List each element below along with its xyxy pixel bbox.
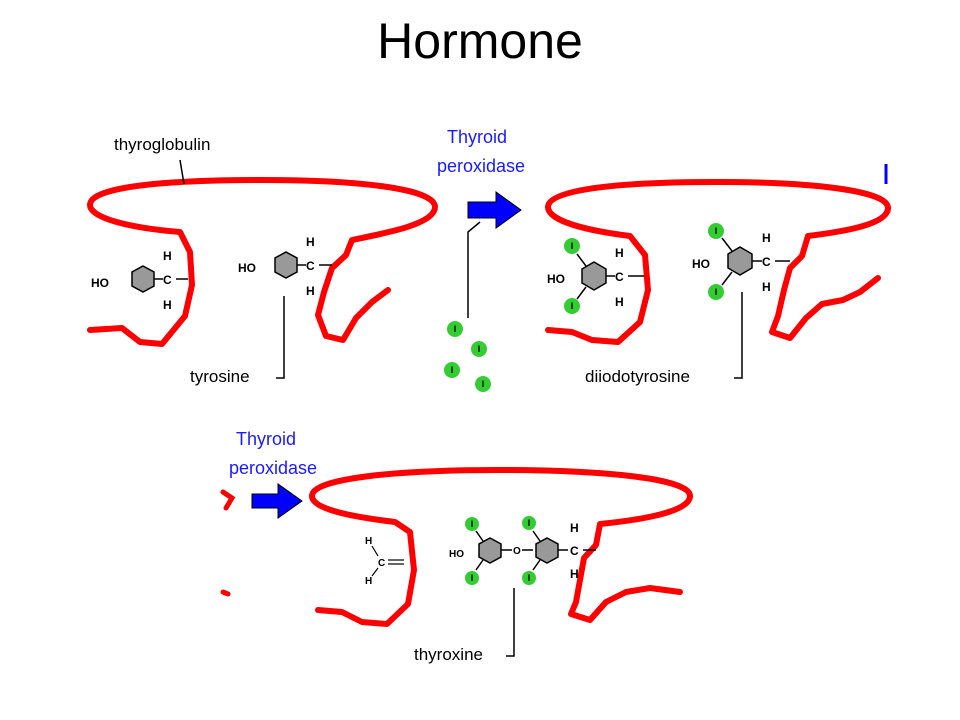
free-iodine-atoms: I I I I xyxy=(444,321,491,392)
atom-h: H xyxy=(306,235,315,249)
iodine-atom-icon: I xyxy=(447,321,463,337)
atom-h: H xyxy=(615,295,624,309)
atom-c: C xyxy=(570,544,579,558)
enzyme-step-1: Thyroid peroxidase I I I xyxy=(437,127,525,392)
tyrosine-residue-a: HO C H H xyxy=(91,249,188,312)
iodine-atom-icon: I xyxy=(444,362,460,378)
atom-c: C xyxy=(378,558,385,569)
iodine-atom-icon: I xyxy=(471,341,487,357)
tyrosine-residue-b: HO C H H xyxy=(238,235,332,298)
thyroglobulin-membrane xyxy=(309,467,693,627)
svg-text:I: I xyxy=(571,241,574,251)
benzene-ring-icon xyxy=(727,246,753,276)
iodine-atom-icon: I xyxy=(465,571,479,585)
svg-text:I: I xyxy=(482,379,485,389)
atom-c: C xyxy=(306,259,315,273)
svg-text:I: I xyxy=(571,301,574,311)
iodine-atom-icon: I xyxy=(465,517,479,531)
enzyme-label-line1: Thyroid xyxy=(236,429,296,449)
benzene-ring-icon xyxy=(274,251,298,279)
atom-ho: HO xyxy=(91,276,109,290)
thyroglobulin-membrane xyxy=(87,177,438,347)
atom-h: H xyxy=(570,521,579,535)
svg-text:I: I xyxy=(528,573,531,583)
svg-text:I: I xyxy=(471,519,474,529)
svg-text:I: I xyxy=(715,226,718,236)
iodine-atom-icon: I xyxy=(708,223,724,239)
panel-thyroxine: Thyroid peroxidase H C H HO xyxy=(220,429,693,664)
thyroglobulin-membrane xyxy=(545,179,891,345)
enzyme-label-line2: peroxidase xyxy=(437,156,525,176)
diiodotyrosine-residue-a: HO I I C H H xyxy=(547,238,644,314)
enzyme-label-line2: peroxidase xyxy=(229,458,317,478)
iodine-atom-icon: I xyxy=(475,376,491,392)
svg-text:I: I xyxy=(715,287,718,297)
label-tyrosine: tyrosine xyxy=(190,367,250,386)
panel-diiodotyrosine: HO I I C H H HO xyxy=(545,164,891,386)
benzene-ring-icon xyxy=(478,537,502,564)
svg-text:I: I xyxy=(471,573,474,583)
label-thyroglobulin: thyroglobulin xyxy=(114,135,210,154)
label-thyroxine: thyroxine xyxy=(414,645,483,664)
iodine-atom-icon: I xyxy=(522,571,536,585)
svg-text:I: I xyxy=(478,344,481,354)
svg-text:I: I xyxy=(528,518,531,528)
atom-h: H xyxy=(365,576,372,587)
iodine-atom-icon: I xyxy=(564,298,580,314)
enzyme-label-line1: Thyroid xyxy=(447,127,507,147)
arrow-right-icon xyxy=(251,483,303,519)
benzene-ring-icon xyxy=(535,537,559,564)
iodine-atom-icon: I xyxy=(564,238,580,254)
atom-h: H xyxy=(570,567,579,581)
atom-h: H xyxy=(163,249,172,263)
atom-h: H xyxy=(762,231,771,245)
atom-c: C xyxy=(163,273,172,287)
svg-text:I: I xyxy=(454,324,457,334)
atom-c: C xyxy=(762,255,771,269)
benzene-ring-icon xyxy=(131,265,155,293)
benzene-ring-icon xyxy=(581,261,607,291)
iodine-atom-icon: I xyxy=(522,516,536,530)
atom-ho: HO xyxy=(238,261,256,275)
atom-c: C xyxy=(615,270,624,284)
diiodotyrosine-residue-b: HO I I C H H xyxy=(692,223,790,300)
atom-o: O xyxy=(513,546,521,557)
atom-h: H xyxy=(163,298,172,312)
label-diiodotyrosine: diiodotyrosine xyxy=(585,367,690,386)
atom-h: H xyxy=(306,284,315,298)
atom-h: H xyxy=(365,536,372,547)
atom-ho: HO xyxy=(547,272,565,286)
atom-h: H xyxy=(615,246,624,260)
panel-thyroglobulin-tyrosine: thyroglobulin HO C H H HO C H H xyxy=(87,135,438,386)
atom-ho: HO xyxy=(449,549,464,560)
slide-title: Hormone xyxy=(377,13,583,69)
svg-text:I: I xyxy=(451,365,454,375)
arrow-right-icon xyxy=(467,191,522,229)
iodine-atom-icon: I xyxy=(708,284,724,300)
atom-ho: HO xyxy=(692,257,710,271)
thyroxine-molecule: HO I I O I xyxy=(449,516,596,585)
dehydroalanine-fragment: H C H xyxy=(365,536,404,587)
atom-h: H xyxy=(762,280,771,294)
